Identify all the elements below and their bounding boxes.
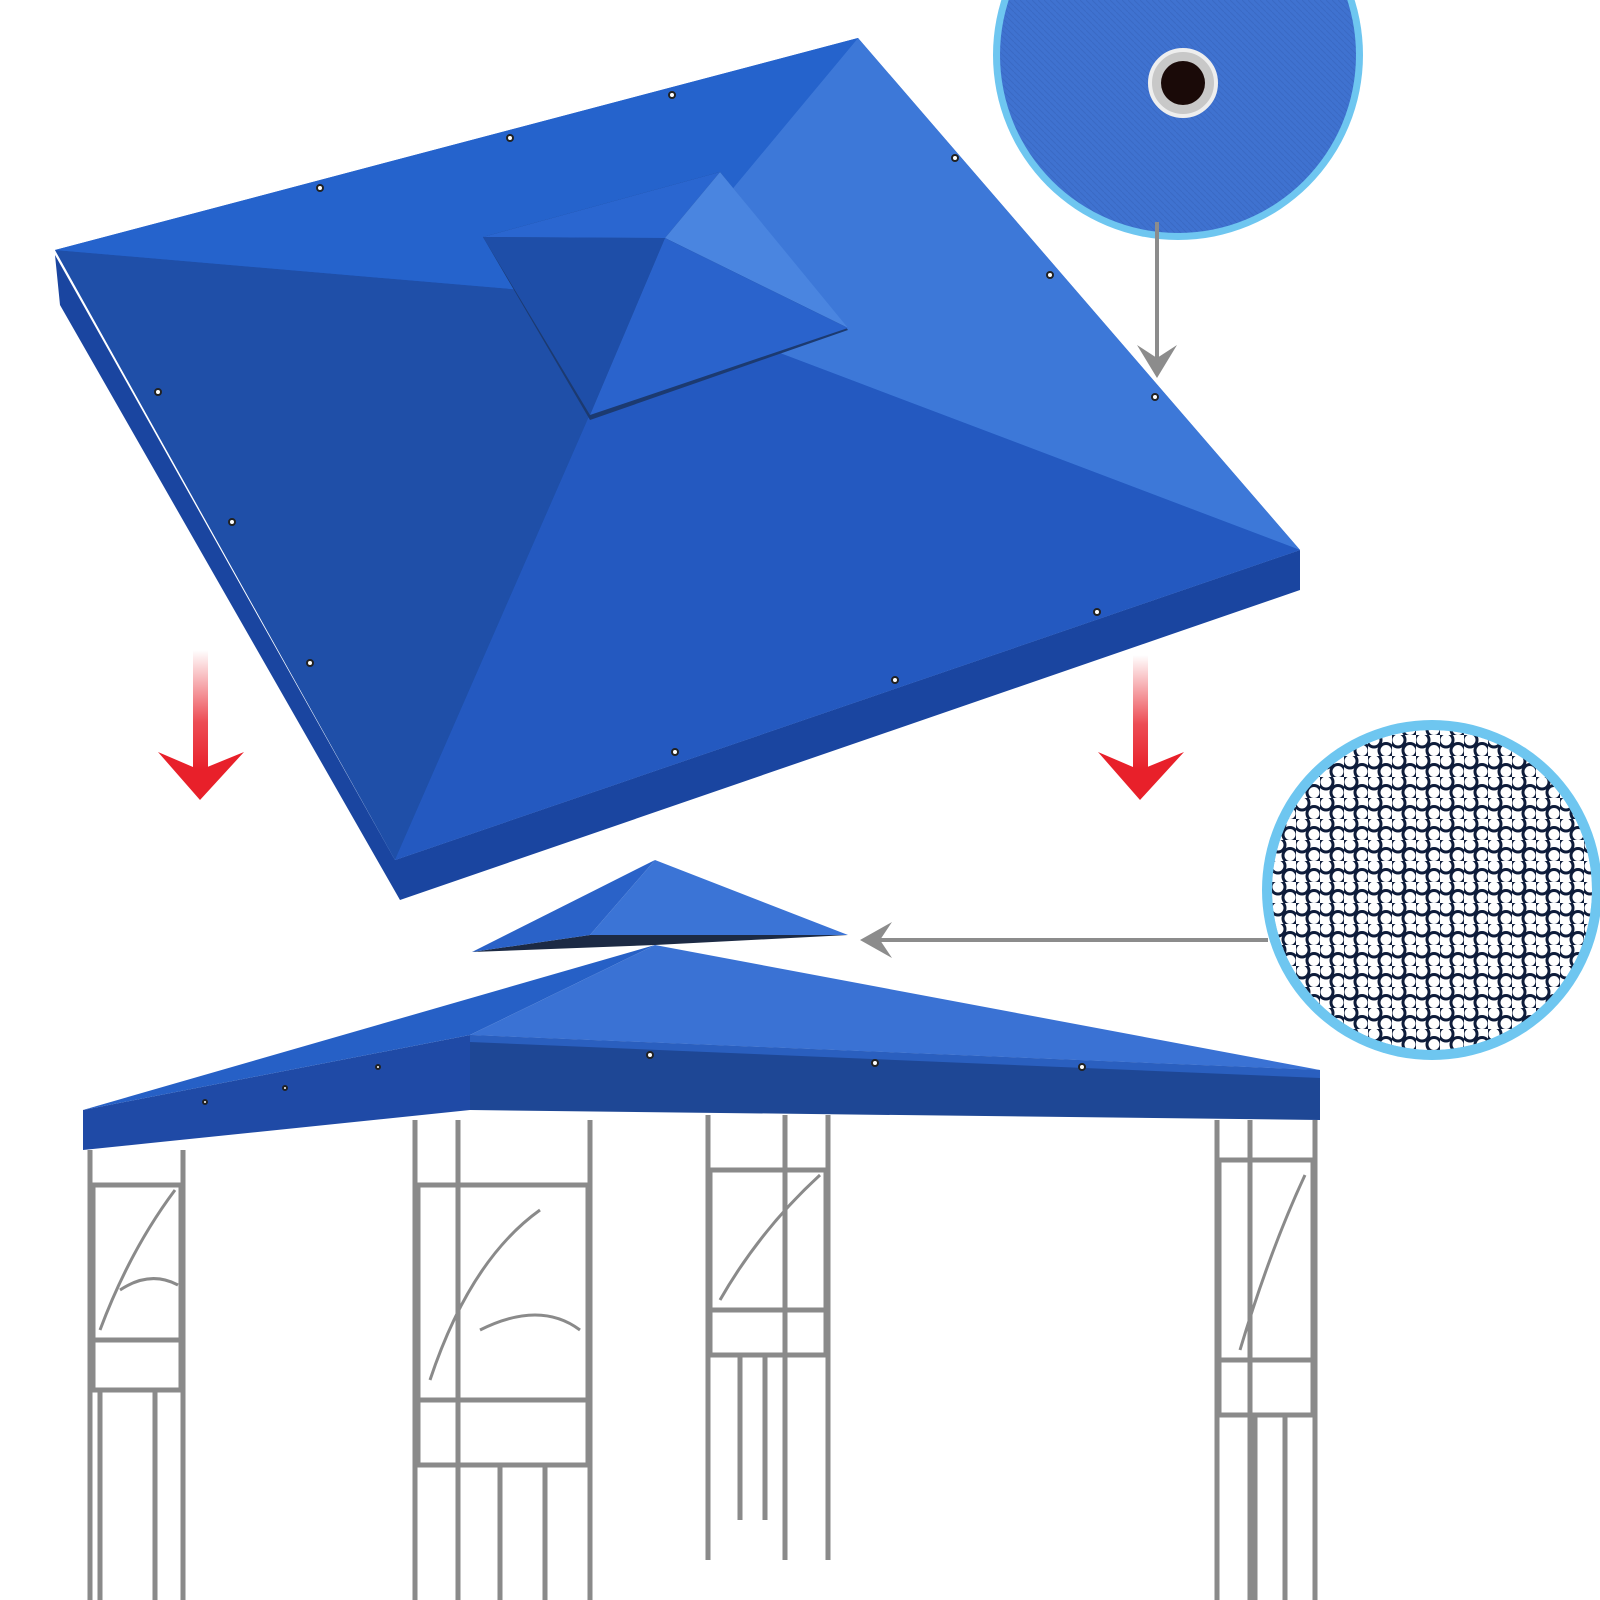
gazebo-frame — [87, 1115, 1318, 1600]
gray-arrow-left — [860, 922, 1268, 958]
red-down-arrow-right — [1098, 655, 1184, 800]
gray-arrow-down — [1137, 222, 1177, 378]
mesh-vent-detail-callout — [1262, 720, 1600, 1060]
canopy-installed-view — [83, 860, 1320, 1150]
red-down-arrow-left — [158, 650, 244, 800]
canopy-top-view — [55, 38, 1300, 900]
canopy-vent — [483, 172, 848, 420]
grommets — [154, 91, 1159, 756]
grommet-detail-callout — [993, 0, 1363, 240]
